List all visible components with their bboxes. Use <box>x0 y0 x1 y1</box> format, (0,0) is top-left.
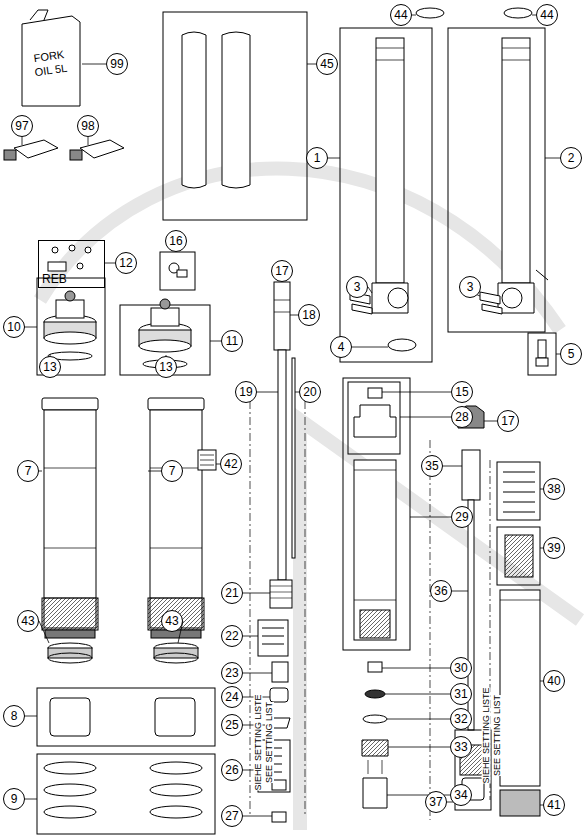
callout-number: 24 <box>221 686 243 708</box>
callout-number: 25 <box>221 714 243 736</box>
callout-number: 8 <box>3 705 25 727</box>
callout-number: 38 <box>543 478 565 500</box>
can-label: FORK OIL 5L <box>31 48 68 80</box>
callout-number: 33 <box>450 736 472 758</box>
callout-number: 40 <box>543 670 565 692</box>
callout-number: 26 <box>221 759 243 781</box>
callout-number: 17 <box>271 260 293 282</box>
callout-number: 34 <box>450 784 472 806</box>
callout-number: 41 <box>543 794 565 816</box>
callout-number: 97 <box>11 115 33 137</box>
setting-note: SIEHE SETTING LISTE <box>254 694 263 790</box>
setting-note: SEE SETTING LIST <box>265 701 274 782</box>
callout-number: 32 <box>450 708 472 730</box>
callout-number: 3 <box>346 276 368 298</box>
callout-number: 98 <box>77 115 99 137</box>
callout-number: 28 <box>451 406 473 428</box>
callout-number: 42 <box>220 453 242 475</box>
callout-number: 3 <box>459 276 481 298</box>
callout-number: 44 <box>536 4 558 26</box>
callout-number: 21 <box>221 582 243 604</box>
oil-can: FORK OIL 5L <box>24 26 76 102</box>
callout-number: 4 <box>330 336 352 358</box>
callout-number: 11 <box>221 330 243 352</box>
callout-number: 39 <box>543 537 565 559</box>
setting-note: SIEHE SETTING LISTE <box>482 687 491 783</box>
callout-number: 10 <box>3 316 25 338</box>
callout-number: 17 <box>497 410 519 432</box>
callout-number: 23 <box>221 662 243 684</box>
callout-number: 1 <box>306 147 328 169</box>
callout-number: 43 <box>161 610 183 632</box>
variant-label: REB <box>42 272 67 286</box>
callout-number: 30 <box>450 657 472 679</box>
callout-number: 7 <box>17 460 39 482</box>
callout-number: 7 <box>161 460 183 482</box>
callout-number: 5 <box>560 343 582 365</box>
callout-number: 43 <box>17 610 39 632</box>
callout-number: 22 <box>221 625 243 647</box>
callout-number: 19 <box>235 381 257 403</box>
callout-number: 27 <box>221 805 243 827</box>
callout-number: 45 <box>316 53 338 75</box>
callout-number: 16 <box>165 230 187 252</box>
callout-number: 31 <box>450 683 472 705</box>
parts-box: REB <box>38 240 105 288</box>
callout-number: 15 <box>451 381 473 403</box>
callout-number: 35 <box>421 455 443 477</box>
callout-number: 29 <box>451 506 473 528</box>
callout-number: 20 <box>299 381 321 403</box>
callout-number: 13 <box>155 356 177 378</box>
callout-number: 99 <box>106 53 128 75</box>
callout-number: 2 <box>560 147 582 169</box>
callout-number: 13 <box>39 356 61 378</box>
setting-note: SEE SETTING LIST <box>493 694 502 775</box>
callout-number: 12 <box>115 252 137 274</box>
callout-number: 37 <box>425 791 447 813</box>
callout-number: 36 <box>430 580 452 602</box>
callout-number: 44 <box>390 4 412 26</box>
callout-number: 9 <box>3 788 25 810</box>
callout-number: 18 <box>298 304 320 326</box>
